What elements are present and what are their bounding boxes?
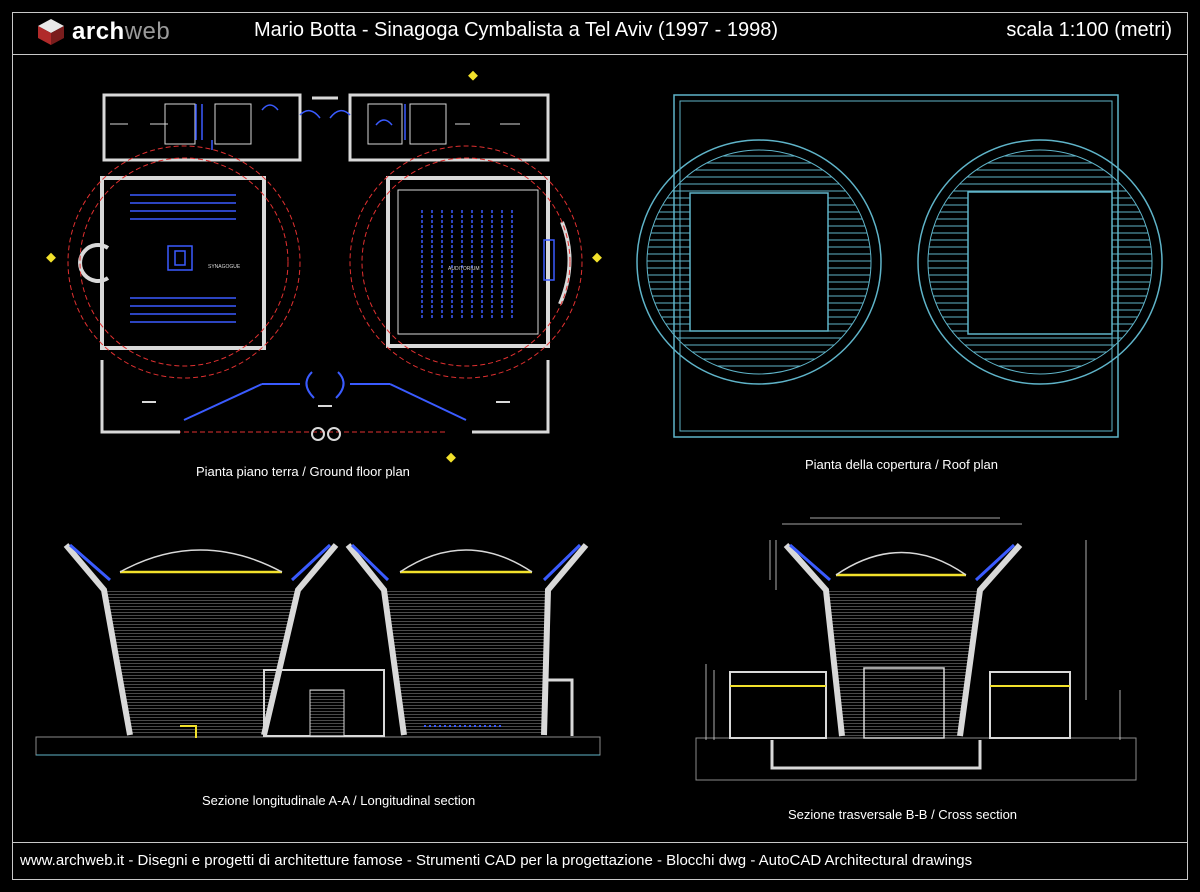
footer-divider [12,842,1188,843]
cube-logo-icon [38,19,64,45]
longitudinal-section [35,543,601,756]
caption-longitudinal: Sezione longitudinale A-A / Longitudinal… [202,793,476,808]
roof-plan [636,94,1163,438]
archweb-logo[interactable]: archweb [36,16,170,48]
caption-cross: Sezione trasversale B-B / Cross section [788,807,1018,822]
room-label-synagogue: SYNAGOGUE [208,264,241,270]
caption-roof: Pianta della copertura / Roof plan [805,457,998,472]
cross-section [695,517,1137,781]
ground-floor-plan: SYNAGOGUE AUDITORIUM [46,70,602,463]
drawing-title: Mario Botta - Sinagoga Cymbalista a Tel … [254,19,778,41]
drawing-scale: scala 1:100 (metri) [1006,19,1172,41]
footer-text: www.archweb.it - Disegni e progetti di a… [20,852,973,869]
header-divider [12,54,1188,55]
drawing-frame [12,12,1188,880]
logo-text-web: web [124,18,171,45]
caption-ground-floor: Pianta piano terra / Ground floor plan [196,464,410,479]
logo-text-arch: arch [72,18,125,45]
room-label-auditorium: AUDITORIUM [448,266,480,272]
